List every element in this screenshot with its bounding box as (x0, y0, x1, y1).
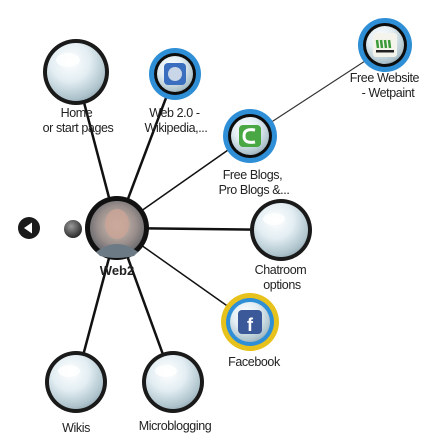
nav-dot[interactable] (64, 220, 82, 238)
node-microblogging-label: Microblogging (139, 419, 212, 433)
node-blogs[interactable]: Free Blogs, Pro Blogs &... (219, 109, 290, 197)
nav-dot-icon[interactable] (64, 220, 82, 238)
node-web20-label: Web 2.0 - Wikipedia,... (145, 106, 208, 135)
blank-bubble-icon (146, 355, 200, 409)
blank-bubble-icon (47, 43, 105, 101)
bubble-highlight (155, 365, 177, 377)
node-facebook-label-line-1: Facebook (228, 355, 281, 369)
node-web20-label-line-2: Wikipedia,... (145, 121, 208, 135)
node-wetpaint-label: Free Website - Wetpaint (350, 71, 422, 100)
center-node-label: Web2 (100, 263, 134, 278)
node-home-label-line-2: or start pages (43, 121, 114, 135)
wetpaint-icon-glyph (375, 39, 392, 49)
node-web20[interactable]: Web 2.0 - Wikipedia,... (145, 48, 208, 135)
wetpaint-icon-bar (376, 50, 394, 53)
node-home-label-line-1: Home (61, 106, 93, 120)
node-wikis-label-line-1: Wikis (62, 421, 90, 435)
node-blogs-label: Free Blogs, Pro Blogs &... (219, 168, 290, 197)
node-blogs-label-line-2: Pro Blogs &... (219, 183, 290, 197)
wikipedia-globe (168, 67, 182, 81)
node-facebook[interactable]: f Facebook (221, 293, 281, 369)
blank-bubble-icon (254, 203, 308, 257)
blank-bubble-icon (49, 355, 103, 409)
node-blogs-label-line-1: Free Blogs, (223, 168, 283, 182)
bubble-highlight (263, 213, 285, 225)
blog-icon-glyph (242, 128, 256, 144)
node-microblogging-label-line-1: Microblogging (139, 419, 212, 433)
node-wetpaint-label-line-2: - Wetpaint (362, 86, 416, 100)
node-facebook-label: Facebook (228, 355, 281, 369)
back-arrow-glyph (24, 222, 32, 234)
node-microblogging[interactable]: Microblogging (139, 351, 212, 433)
node-home[interactable]: Home or start pages (43, 39, 114, 135)
node-wetpaint[interactable]: Free Website - Wetpaint (350, 18, 422, 100)
node-home-label: Home or start pages (43, 106, 114, 135)
facebook-icon (238, 310, 262, 334)
facebook-icon-glyph: f (247, 315, 254, 335)
bubble-highlight (58, 365, 80, 377)
node-chatroom[interactable]: Chatroom options (250, 199, 312, 292)
node-wetpaint-label-line-1: Free Website (350, 71, 420, 85)
node-chatroom-label-line-1: Chatroom (255, 263, 307, 277)
person-photo-shirt (96, 244, 138, 258)
back-button[interactable] (18, 217, 40, 239)
node-web20-label-line-1: Web 2.0 - (149, 106, 200, 120)
center-node[interactable]: Web2 (85, 196, 149, 278)
node-chatroom-label-line-2: options (263, 278, 301, 292)
node-wikis-label: Wikis (62, 421, 90, 435)
person-photo-face (105, 209, 129, 239)
node-chatroom-label: Chatroom options (255, 263, 310, 292)
bubble-highlight (56, 53, 80, 67)
node-wikis[interactable]: Wikis (45, 351, 107, 435)
